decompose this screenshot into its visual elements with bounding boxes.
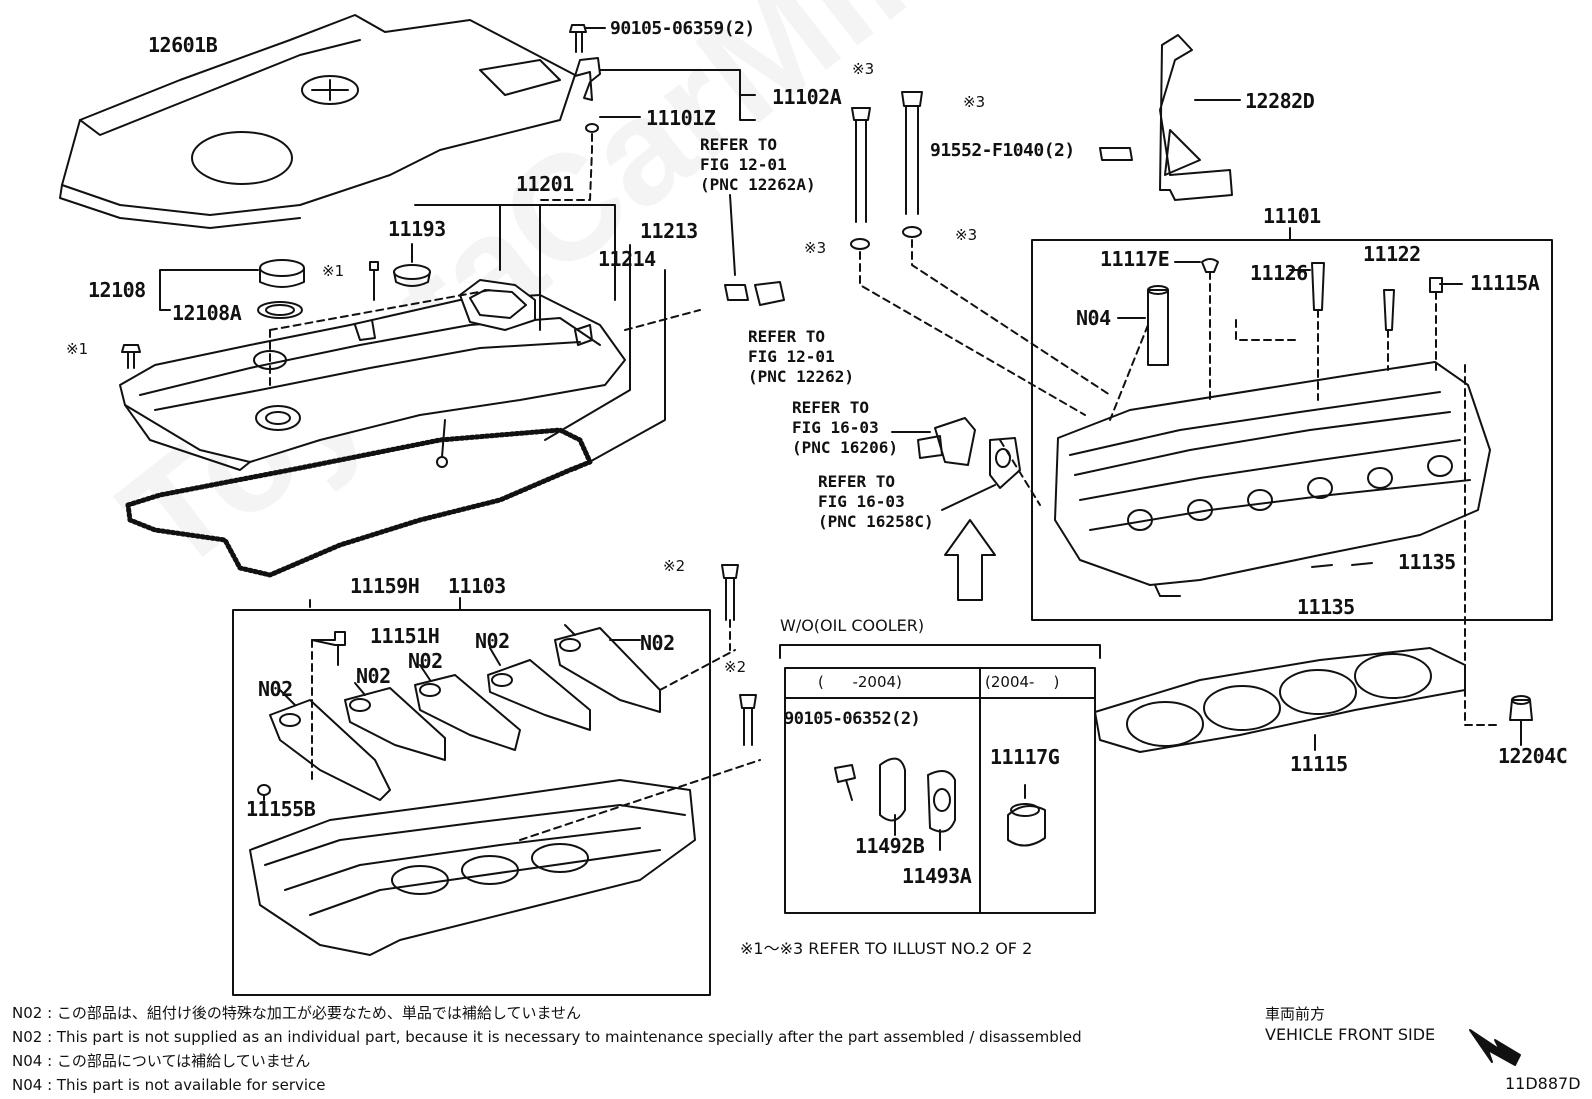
- part-label[interactable]: 12204C: [1498, 744, 1568, 768]
- part-label[interactable]: 90105-06359(2): [610, 18, 755, 39]
- part-label[interactable]: 11214: [598, 247, 656, 271]
- part-label[interactable]: 11201: [516, 172, 574, 196]
- bolt-drawing: [121, 344, 141, 369]
- part-label[interactable]: 11117G: [990, 745, 1060, 769]
- front-label-jp: 車両前方: [1265, 1005, 1326, 1023]
- table-title: W/O(OIL COOLER): [780, 616, 925, 635]
- part-label[interactable]: 12108A: [172, 301, 242, 325]
- camshaft-housing-group-box: [232, 609, 711, 996]
- reference-symbol: ※2: [724, 658, 747, 676]
- part-label[interactable]: 11103: [448, 574, 506, 598]
- diagram-code: 11D887D: [1505, 1074, 1581, 1093]
- part-label[interactable]: 11155B: [246, 797, 316, 821]
- cam-caps-drawing: [257, 599, 736, 801]
- part-label[interactable]: 90105-06352(2): [784, 709, 921, 729]
- part-label[interactable]: 12108: [88, 278, 146, 302]
- oil-cooler-table: [779, 644, 1101, 914]
- refer-note[interactable]: REFER TO FIG 16-03 (PNC 16206): [792, 398, 898, 457]
- reference-symbol: ※3: [852, 60, 875, 78]
- footnote: N02 : この部品は、組付け後の特殊な加工が必要なため、単品では補給していませ…: [12, 1004, 582, 1022]
- part-label[interactable]: N02: [356, 664, 391, 688]
- part-label[interactable]: N02: [258, 677, 293, 701]
- hose-drawing: [724, 194, 785, 306]
- reference-symbol: ※3: [955, 226, 978, 244]
- part-label[interactable]: N02: [640, 631, 675, 655]
- reference-symbol: ※1: [66, 340, 89, 358]
- table-column-header: (2004- ): [985, 673, 1060, 691]
- part-label[interactable]: 11126: [1250, 261, 1308, 285]
- refer-note[interactable]: REFER TO FIG 12-01 (PNC 12262): [748, 327, 854, 386]
- head-gasket-drawing: [1094, 647, 1466, 753]
- refer-note[interactable]: REFER TO FIG 16-03 (PNC 16258C): [818, 472, 934, 531]
- part-label[interactable]: 11122: [1363, 242, 1421, 266]
- reference-symbol: ※3: [804, 239, 827, 257]
- oil-cap-drawing: [159, 243, 431, 319]
- part-label[interactable]: 91552-F1040(2): [930, 140, 1075, 161]
- part-label[interactable]: N04: [1076, 306, 1111, 330]
- part-label[interactable]: 11193: [388, 217, 446, 241]
- part-label[interactable]: 11493A: [902, 864, 972, 888]
- head-small-parts-drawing: [1109, 258, 1501, 726]
- head-bolts-drawing: [850, 91, 1111, 416]
- part-label[interactable]: N02: [408, 649, 443, 673]
- housing-bolts-drawing: [721, 564, 757, 746]
- part-label[interactable]: 11135: [1398, 550, 1456, 574]
- part-label[interactable]: 11117E: [1100, 247, 1170, 271]
- camshaft-housing-drawing: [249, 759, 761, 956]
- leader-lines: [269, 204, 701, 471]
- reference-symbol: ※1: [322, 262, 345, 280]
- part-label[interactable]: 11213: [640, 219, 698, 243]
- part-label[interactable]: 11135: [1297, 595, 1355, 619]
- cylinder-head-drawing: [1054, 361, 1491, 597]
- part-label[interactable]: 11102A: [772, 85, 842, 109]
- valve-cover-gasket-drawing: [125, 427, 593, 578]
- table-column-header: ( -2004): [818, 673, 902, 691]
- part-label[interactable]: 11159H: [350, 574, 420, 598]
- oil-parts-drawing: [891, 417, 1041, 601]
- part-label[interactable]: 11492B: [855, 834, 925, 858]
- part-label[interactable]: 11101: [1263, 204, 1321, 228]
- part-label[interactable]: 12282D: [1245, 89, 1315, 113]
- footnote: N04 : この部品については補給していません: [12, 1052, 311, 1070]
- part-label[interactable]: 11151H: [370, 624, 440, 648]
- footnote: N04 : This part is not available for ser…: [12, 1076, 326, 1094]
- refer-note[interactable]: REFER TO FIG 12-01 (PNC 12262A): [700, 135, 816, 194]
- engine-cover-drawing: [59, 14, 576, 229]
- front-label-en: VEHICLE FRONT SIDE: [1265, 1025, 1436, 1044]
- part-label[interactable]: 11115: [1290, 752, 1348, 776]
- cylinder-head-group-box: [1031, 239, 1553, 621]
- footnote: N02 : This part is not supplied as an in…: [12, 1028, 1082, 1046]
- part-label[interactable]: N02: [475, 629, 510, 653]
- front-arrow-icon: [1469, 1029, 1521, 1066]
- part-label[interactable]: 11101Z: [646, 106, 716, 130]
- illustration-note: ※1～※3 REFER TO ILLUST NO.2 OF 2: [740, 939, 1033, 958]
- reference-symbol: ※2: [663, 557, 686, 575]
- part-label[interactable]: 12601B: [148, 33, 218, 57]
- plug-drawing: [1509, 695, 1533, 746]
- part-label[interactable]: 11115A: [1470, 271, 1540, 295]
- engine-hanger-drawing: [1099, 34, 1241, 201]
- valve-cover-drawing: [119, 279, 626, 471]
- cam-sensor-drawing: [539, 24, 756, 201]
- reference-symbol: ※3: [963, 93, 986, 111]
